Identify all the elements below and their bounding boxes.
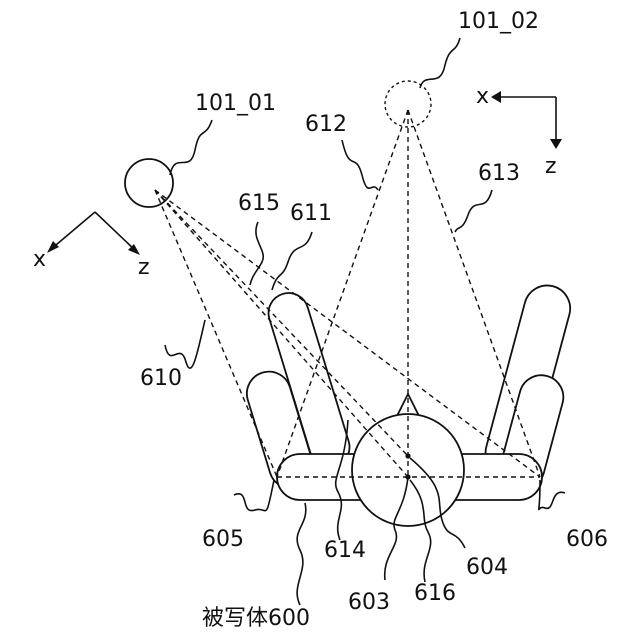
leader-612 <box>342 140 378 190</box>
leader-lines <box>165 38 565 605</box>
label-606: 606 <box>566 527 608 552</box>
label-616: 616 <box>414 581 456 606</box>
label-605: 605 <box>202 527 244 552</box>
label-614: 614 <box>324 538 366 563</box>
axis-right-x-label: x <box>476 84 489 109</box>
leader-subject <box>297 503 306 605</box>
label-101-01: 101_01 <box>195 91 276 116</box>
label-612: 612 <box>305 112 347 137</box>
label-604: 604 <box>466 555 508 580</box>
leader-101-01 <box>170 120 212 175</box>
label-611: 611 <box>290 201 332 226</box>
camera-101-01 <box>125 159 173 207</box>
leader-613 <box>455 190 492 232</box>
axis-right-z-label: z <box>545 154 557 179</box>
leader-606 <box>539 480 565 509</box>
label-603: 603 <box>348 590 390 615</box>
label-615: 615 <box>238 191 280 216</box>
axis-left-z-label: z <box>138 255 150 280</box>
axis-left-x-label: x <box>33 247 46 272</box>
axis-indicator-left: x z <box>33 212 150 280</box>
label-subject-600: 被写体600 <box>202 606 310 631</box>
leader-605 <box>234 480 274 511</box>
label-613: 613 <box>478 161 520 186</box>
label-101-02: 101_02 <box>458 9 539 34</box>
sight-lines-101-01 <box>155 190 540 477</box>
leader-615 <box>250 222 263 285</box>
leader-101-02 <box>420 38 460 88</box>
leader-610 <box>165 320 205 368</box>
label-610: 610 <box>140 366 182 391</box>
